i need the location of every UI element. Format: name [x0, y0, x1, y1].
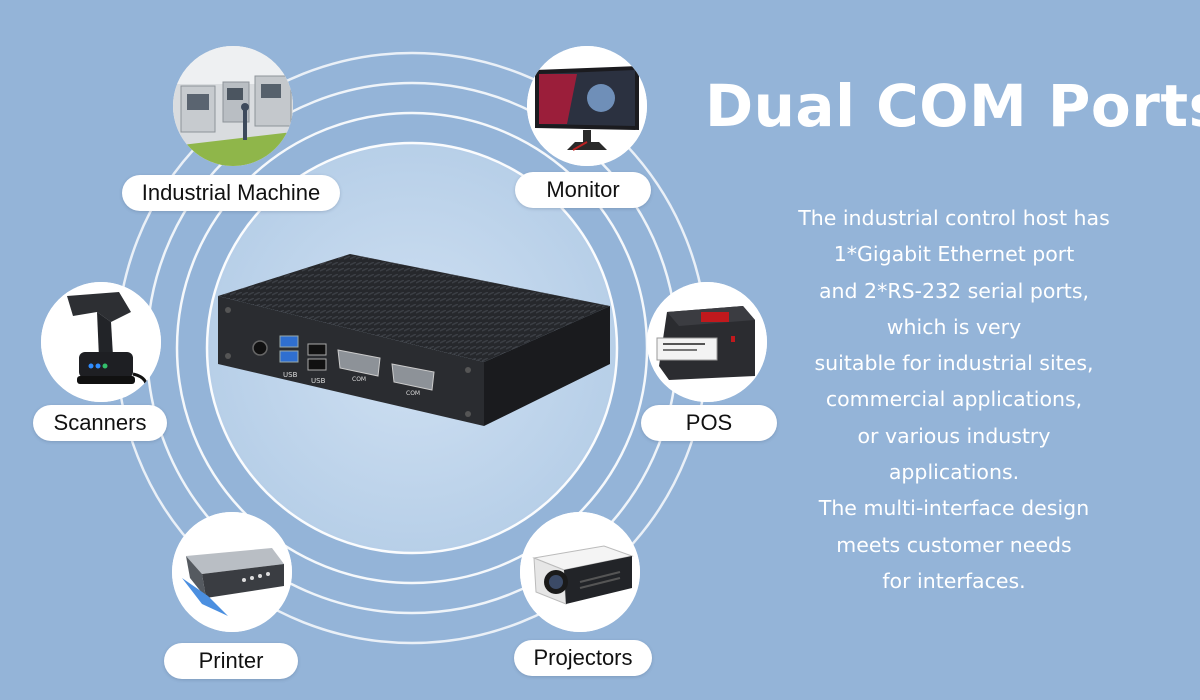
printer-image — [172, 512, 292, 632]
scanners-label: Scanners — [33, 405, 167, 441]
usb-port-label: USB — [311, 377, 326, 385]
industrial-machine-image — [173, 46, 293, 166]
projectors-label: Projectors — [514, 640, 652, 676]
description-line: meets customer needs — [836, 532, 1072, 557]
description-text: The industrial control host has 1*Gigabi… — [780, 200, 1128, 599]
description-line: suitable for industrial sites, — [814, 351, 1094, 376]
mini-pc-image: USB USB COM COM — [218, 254, 610, 426]
description-line: which is very — [886, 314, 1022, 339]
description-line: commercial applications, — [825, 387, 1083, 412]
description-line: The multi-interface design — [818, 496, 1090, 521]
printer-label: Printer — [164, 643, 298, 679]
description-line: The industrial control host has — [798, 206, 1110, 230]
page-title: Dual COM Ports — [705, 72, 1200, 140]
com-port-label: COM — [406, 390, 420, 397]
com-port-label: COM — [352, 376, 366, 383]
description-line: for interfaces. — [882, 568, 1026, 593]
description-line: or various industry — [857, 423, 1051, 448]
monitor-label: Monitor — [515, 172, 651, 208]
usb-port-label: USB — [283, 371, 298, 379]
pos-label: POS — [641, 405, 777, 441]
monitor-image — [527, 46, 647, 166]
description-line: applications. — [888, 460, 1020, 485]
description-line: 1*Gigabit Ethernet port — [833, 242, 1075, 267]
industrial-machine-label: Industrial Machine — [122, 175, 340, 211]
scanner-image — [41, 282, 161, 402]
projector-image — [520, 512, 640, 632]
description-line: and 2*RS-232 serial ports, — [818, 278, 1090, 303]
pos-printer-image — [647, 282, 767, 402]
